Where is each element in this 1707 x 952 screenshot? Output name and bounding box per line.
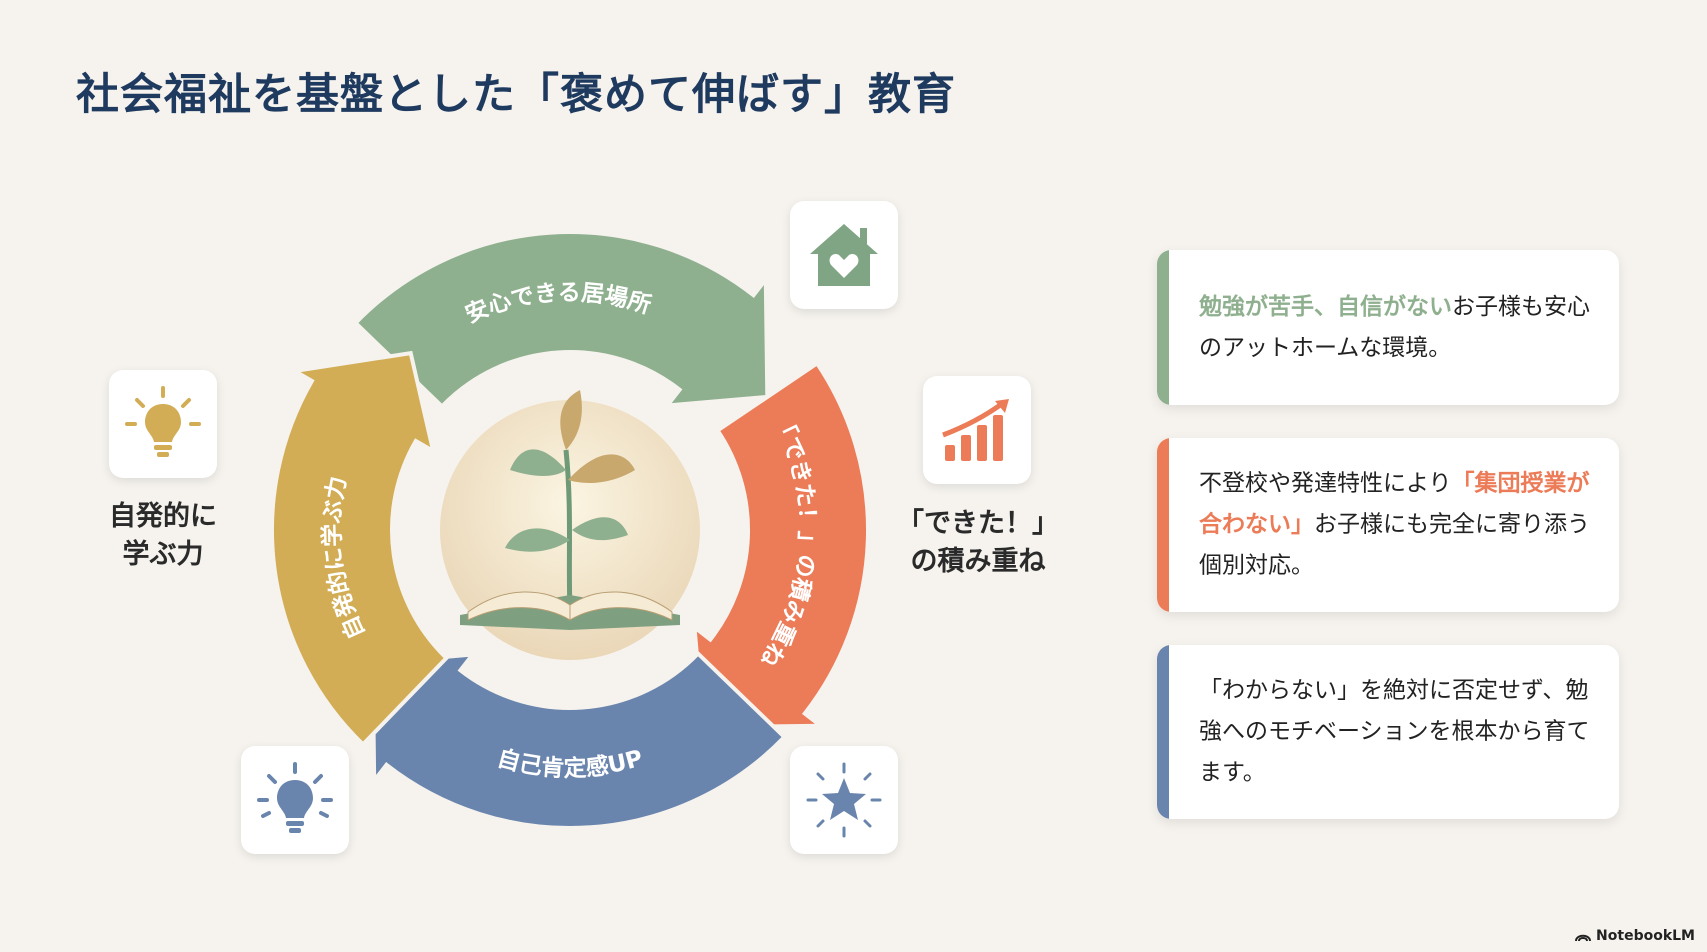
chart-icon-card [923,376,1031,484]
card-text: 勉強が苦手、自信がないお子様も安心のアットホームな環境。 [1199,287,1595,369]
house-icon-card [790,201,898,309]
card-text-segment: お子様も安心のアットホームな環境。 [1199,293,1590,361]
card-accent-bar [1157,438,1169,612]
side-label-line: 自発的に [109,501,217,532]
card-text: 不登校や発達特性により「集団授業が合わない」お子様にも完全に寄り添う個別対応。 [1199,464,1595,587]
star-icon-card [790,746,898,854]
card-text-segment: お子様にも完全に寄り添う個別対応。 [1199,511,1590,579]
card-text-segment: 不登校や発達特性により [1199,470,1452,497]
side-label-line: の積み重ね [910,546,1046,577]
house-heart-icon [810,224,878,286]
highlight-text: 勉強が苦手、自信がない [1199,293,1452,320]
lightbulb-icon [257,762,333,833]
arrow-self-learning [269,350,450,748]
star-icon [806,762,882,838]
growth-chart-icon [942,399,1009,461]
lightbulb-blue-card [241,746,349,854]
page-title: 社会福祉を基盤とした「褒めて伸ばす」教育 [76,70,956,120]
card-text-segment: 「わからない」を絶対に否定せず、勉強へのモチベーションを根本から育てます。 [1199,677,1590,786]
info-card-home: 勉強が苦手、自信がないお子様も安心のアットホームな環境。 [1157,250,1619,405]
arrow-accumulation [692,360,870,730]
card-accent-bar [1157,645,1169,819]
notebooklm-brand: NotebookLM [1575,928,1695,944]
side-label-accumulation: 「できた！」 の積み重ね [888,505,1068,581]
card-accent-bar [1157,250,1169,405]
lightbulb-yellow-card [109,370,217,478]
side-label-line: 学ぶ力 [122,539,204,570]
brand-name: NotebookLM [1596,928,1695,944]
side-label-line: 「できた！」 [897,508,1059,539]
info-card-motivation: 「わからない」を絶対に否定せず、勉強へのモチベーションを根本から育てます。 [1157,645,1619,819]
center-illustration [440,390,700,660]
side-label-self-learning: 自発的に 学ぶ力 [93,498,233,574]
highlight-text: 「集団授業が合わない」 [1199,470,1590,538]
notebooklm-logo-icon [1575,934,1592,942]
arrow-safe-place [352,229,770,410]
lightbulb-icon [125,386,201,457]
card-text: 「わからない」を絶対に否定せず、勉強へのモチベーションを根本から育てます。 [1199,671,1595,794]
info-card-individual: 不登校や発達特性により「集団授業が合わない」お子様にも完全に寄り添う個別対応。 [1157,438,1619,612]
arrow-self-esteem [370,650,788,831]
